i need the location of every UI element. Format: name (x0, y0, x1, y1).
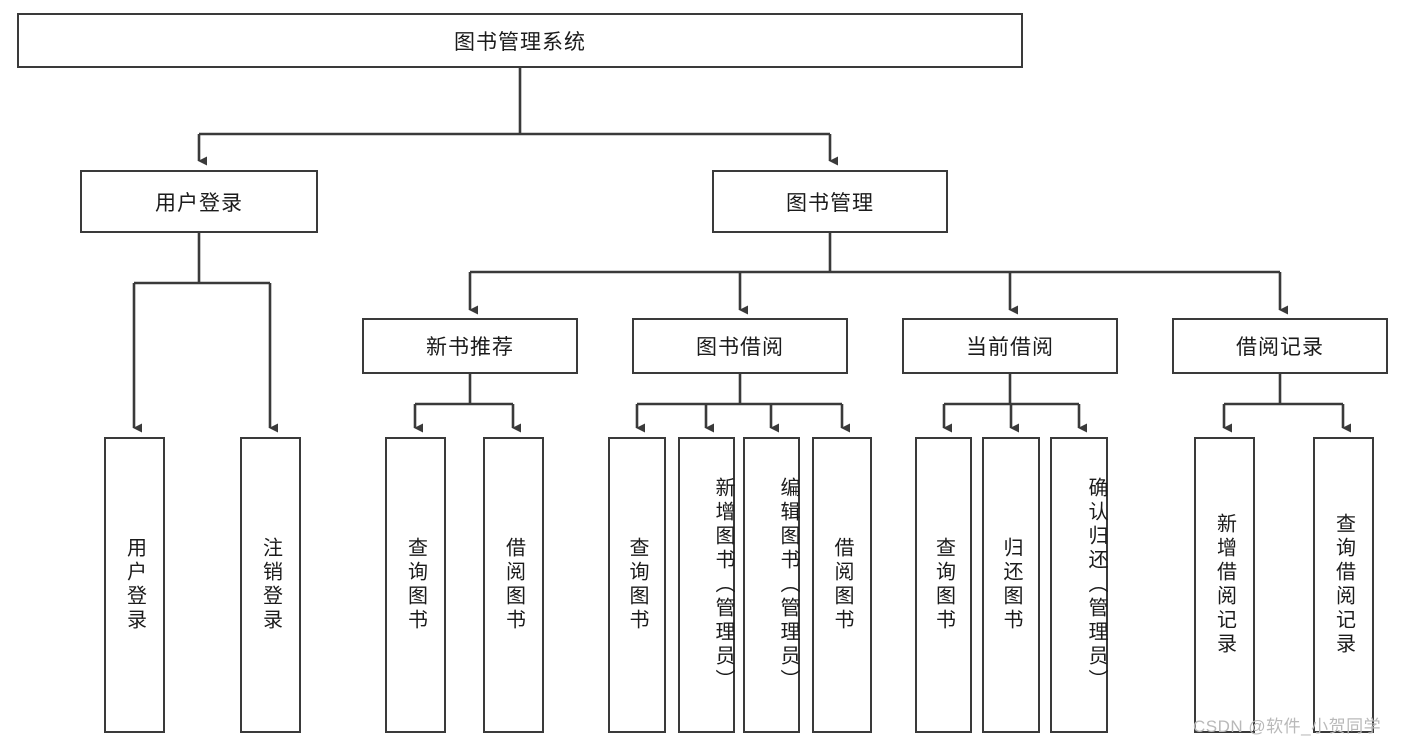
leaf-edit-book-admin[interactable]: 编辑图书（管理员） (743, 437, 800, 733)
leaf-return-book[interactable]: 归还图书 (982, 437, 1040, 733)
leaf-query-book-new-recommend[interactable]: 查询图书 (385, 437, 446, 733)
node-new-book-recommend[interactable]: 新书推荐 (362, 318, 578, 374)
leaf-borrow-book-borrow[interactable]: 借阅图书 (812, 437, 872, 733)
node-borrow-record[interactable]: 借阅记录 (1172, 318, 1388, 374)
leaf-user-login[interactable]: 用户登录 (104, 437, 165, 733)
leaf-query-borrow-record[interactable]: 查询借阅记录 (1313, 437, 1374, 733)
leaf-add-book-admin[interactable]: 新增图书（管理员） (678, 437, 735, 733)
node-book-borrow[interactable]: 图书借阅 (632, 318, 848, 374)
csdn-watermark: CSDN @软件_小贺同学 (1193, 717, 1382, 736)
node-book-management-system[interactable]: 图书管理系统 (17, 13, 1023, 68)
node-book-management[interactable]: 图书管理 (712, 170, 948, 233)
leaf-borrow-book-new-recommend[interactable]: 借阅图书 (483, 437, 544, 733)
leaf-add-borrow-record[interactable]: 新增借阅记录 (1194, 437, 1255, 733)
leaf-confirm-return-admin[interactable]: 确认归还（管理员） (1050, 437, 1108, 733)
node-current-borrow[interactable]: 当前借阅 (902, 318, 1118, 374)
leaf-query-book-borrow[interactable]: 查询图书 (608, 437, 666, 733)
node-user-login[interactable]: 用户登录 (80, 170, 318, 233)
leaf-logout-login[interactable]: 注销登录 (240, 437, 301, 733)
leaf-query-book-current[interactable]: 查询图书 (915, 437, 972, 733)
